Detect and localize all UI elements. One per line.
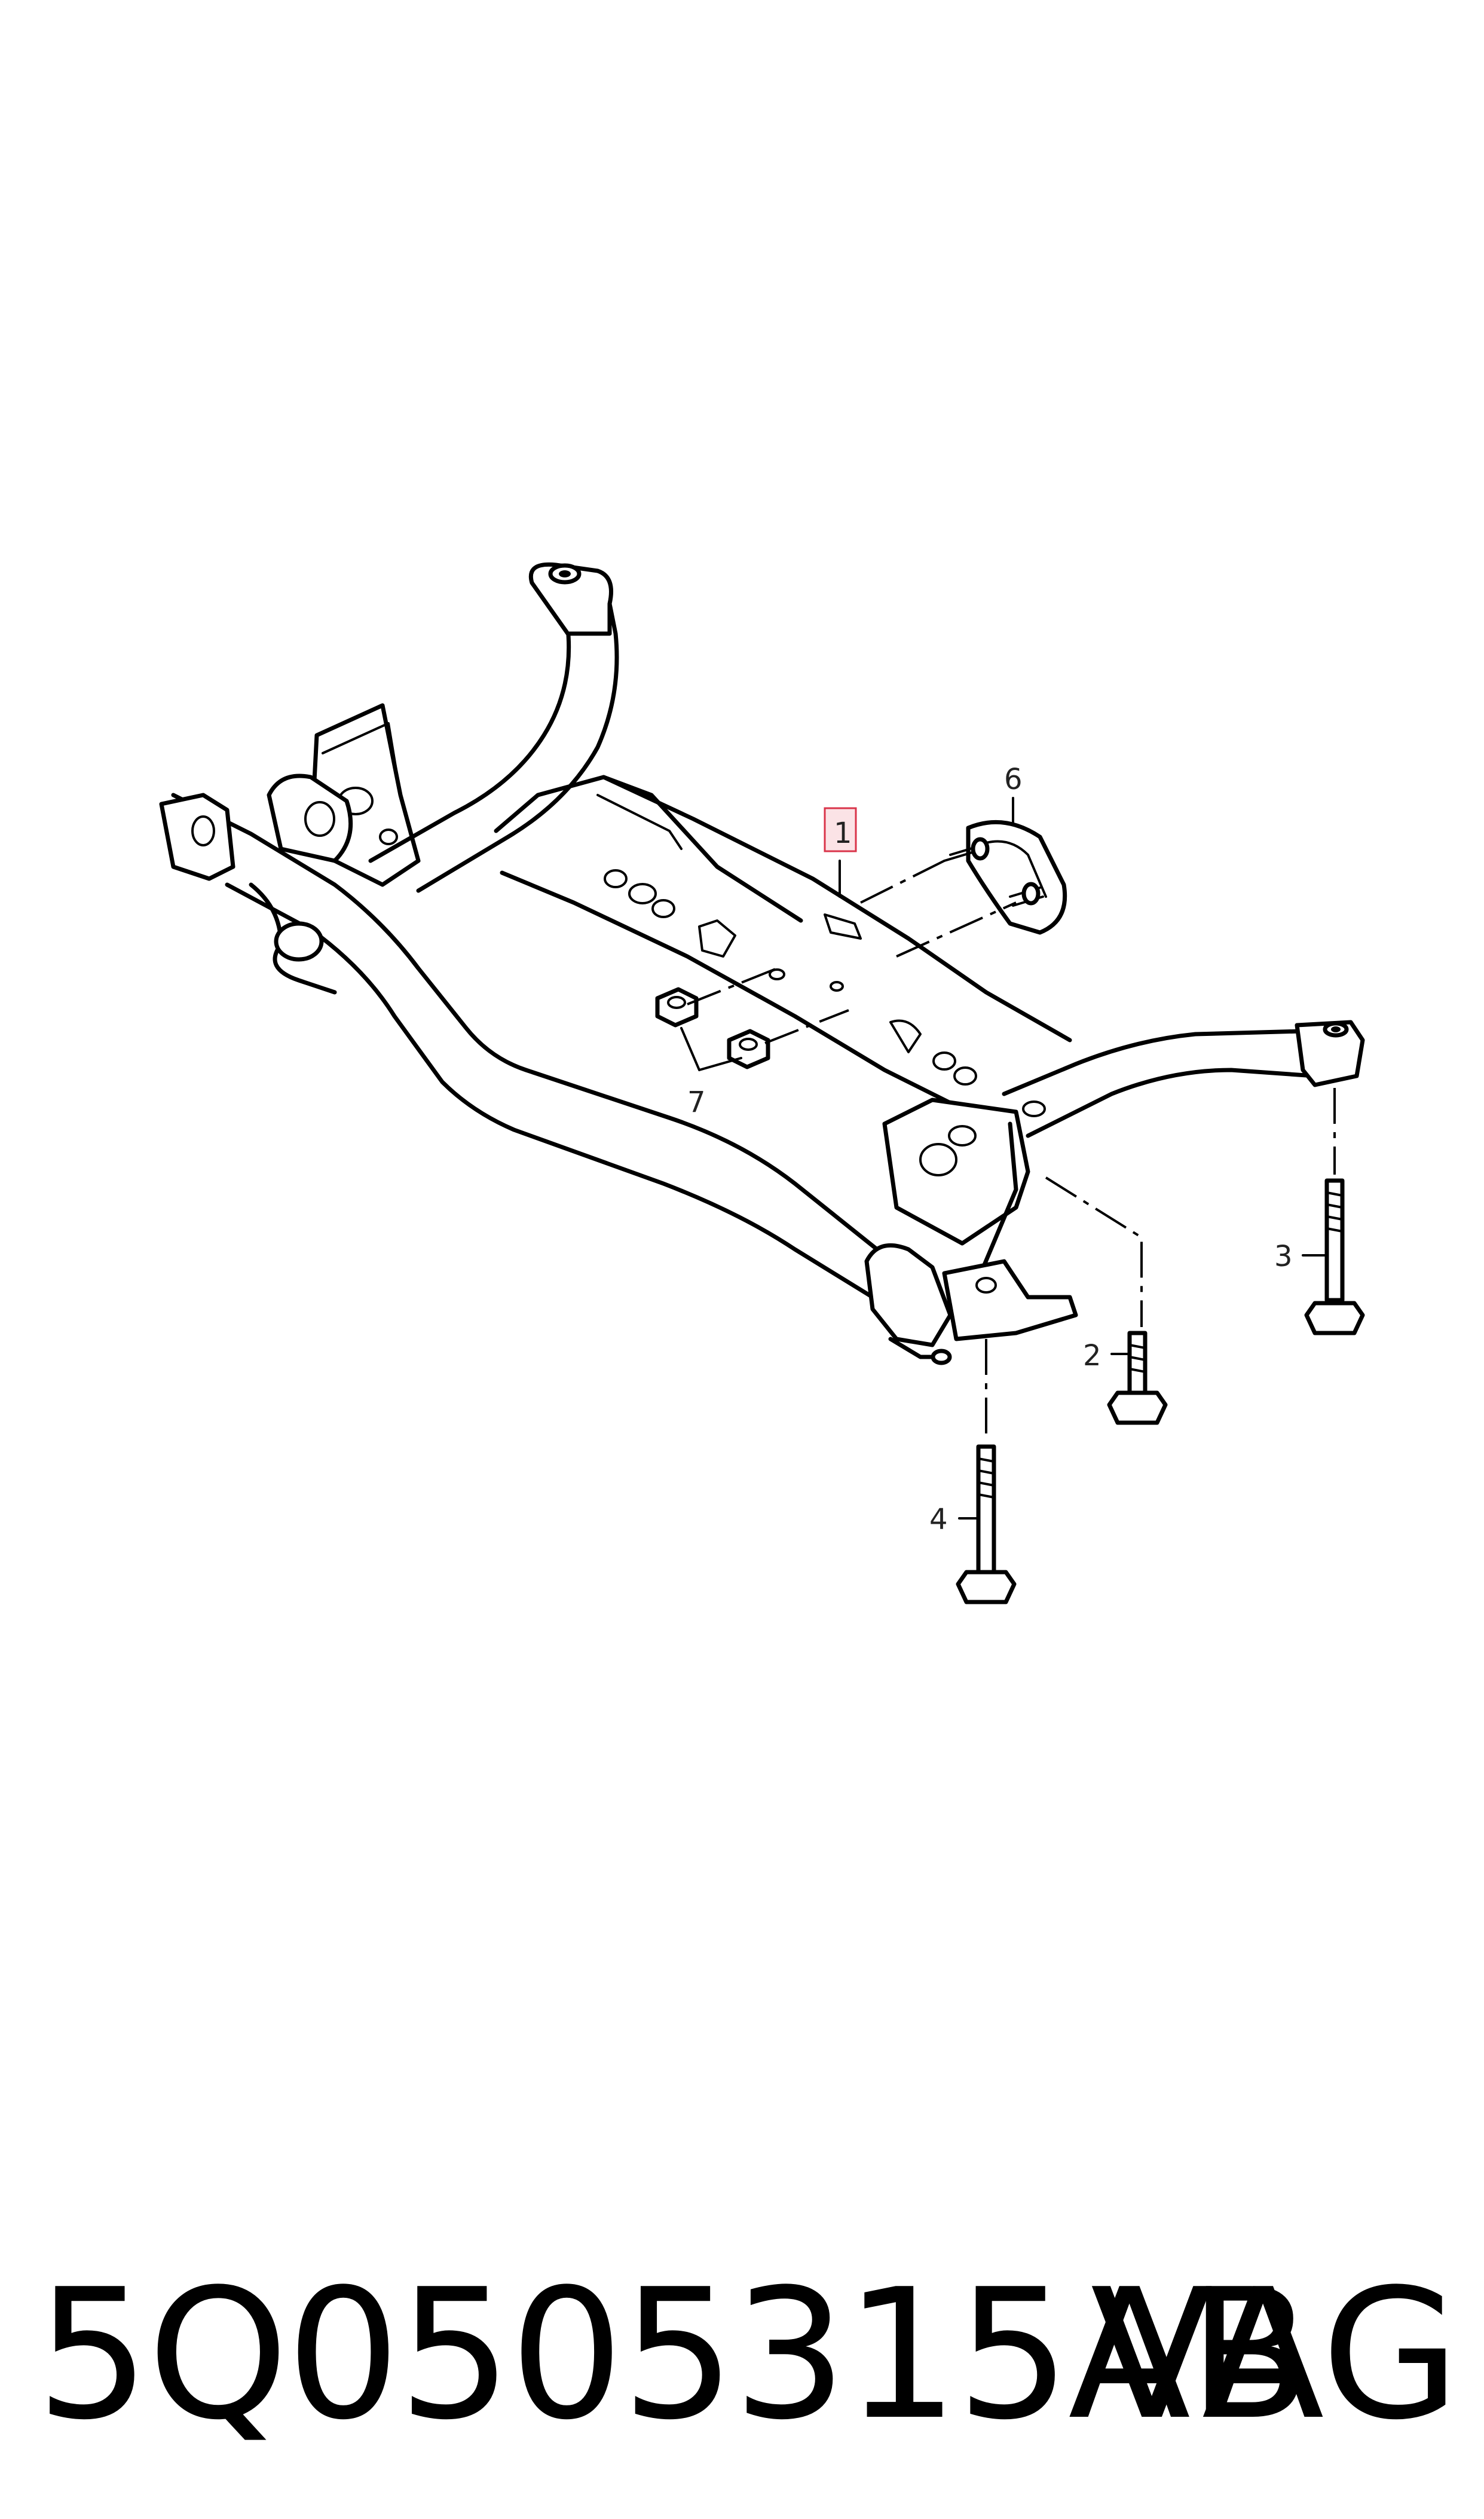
callout-4: 4 [929,1503,948,1536]
left-upper-arm [368,562,619,893]
bolt-part-3 [1304,1178,1365,1335]
bolt-part-2 [1107,1331,1168,1425]
callout-1-highlight [824,807,857,852]
callout-3: 3 [1274,1240,1293,1273]
left-side-rail [159,793,887,1300]
lower-link-bracket [864,1243,1078,1365]
nuts-part-7 [655,987,770,1069]
bump-stop-bracket [943,820,1067,935]
center-crossmember [494,775,1072,1114]
subframe-exploded-diagram: 1 6 7 3 2 4 [159,562,1365,1604]
callout-1: 1 [834,817,852,850]
right-mount-bracket [882,1098,1046,1306]
brand-label: VAG [1090,2251,1460,2459]
right-upper-arm [1002,1020,1365,1138]
assembly-lines [687,860,1336,1441]
left-mount-bracket [267,703,421,887]
callout-7: 7 [687,1086,706,1119]
callout-6: 6 [1004,763,1023,796]
leader-lines [680,797,1327,1520]
bolt-part-4 [956,1444,1017,1604]
part-number: 5Q0505315AB [36,2251,1311,2459]
callout-2: 2 [1083,1339,1101,1372]
